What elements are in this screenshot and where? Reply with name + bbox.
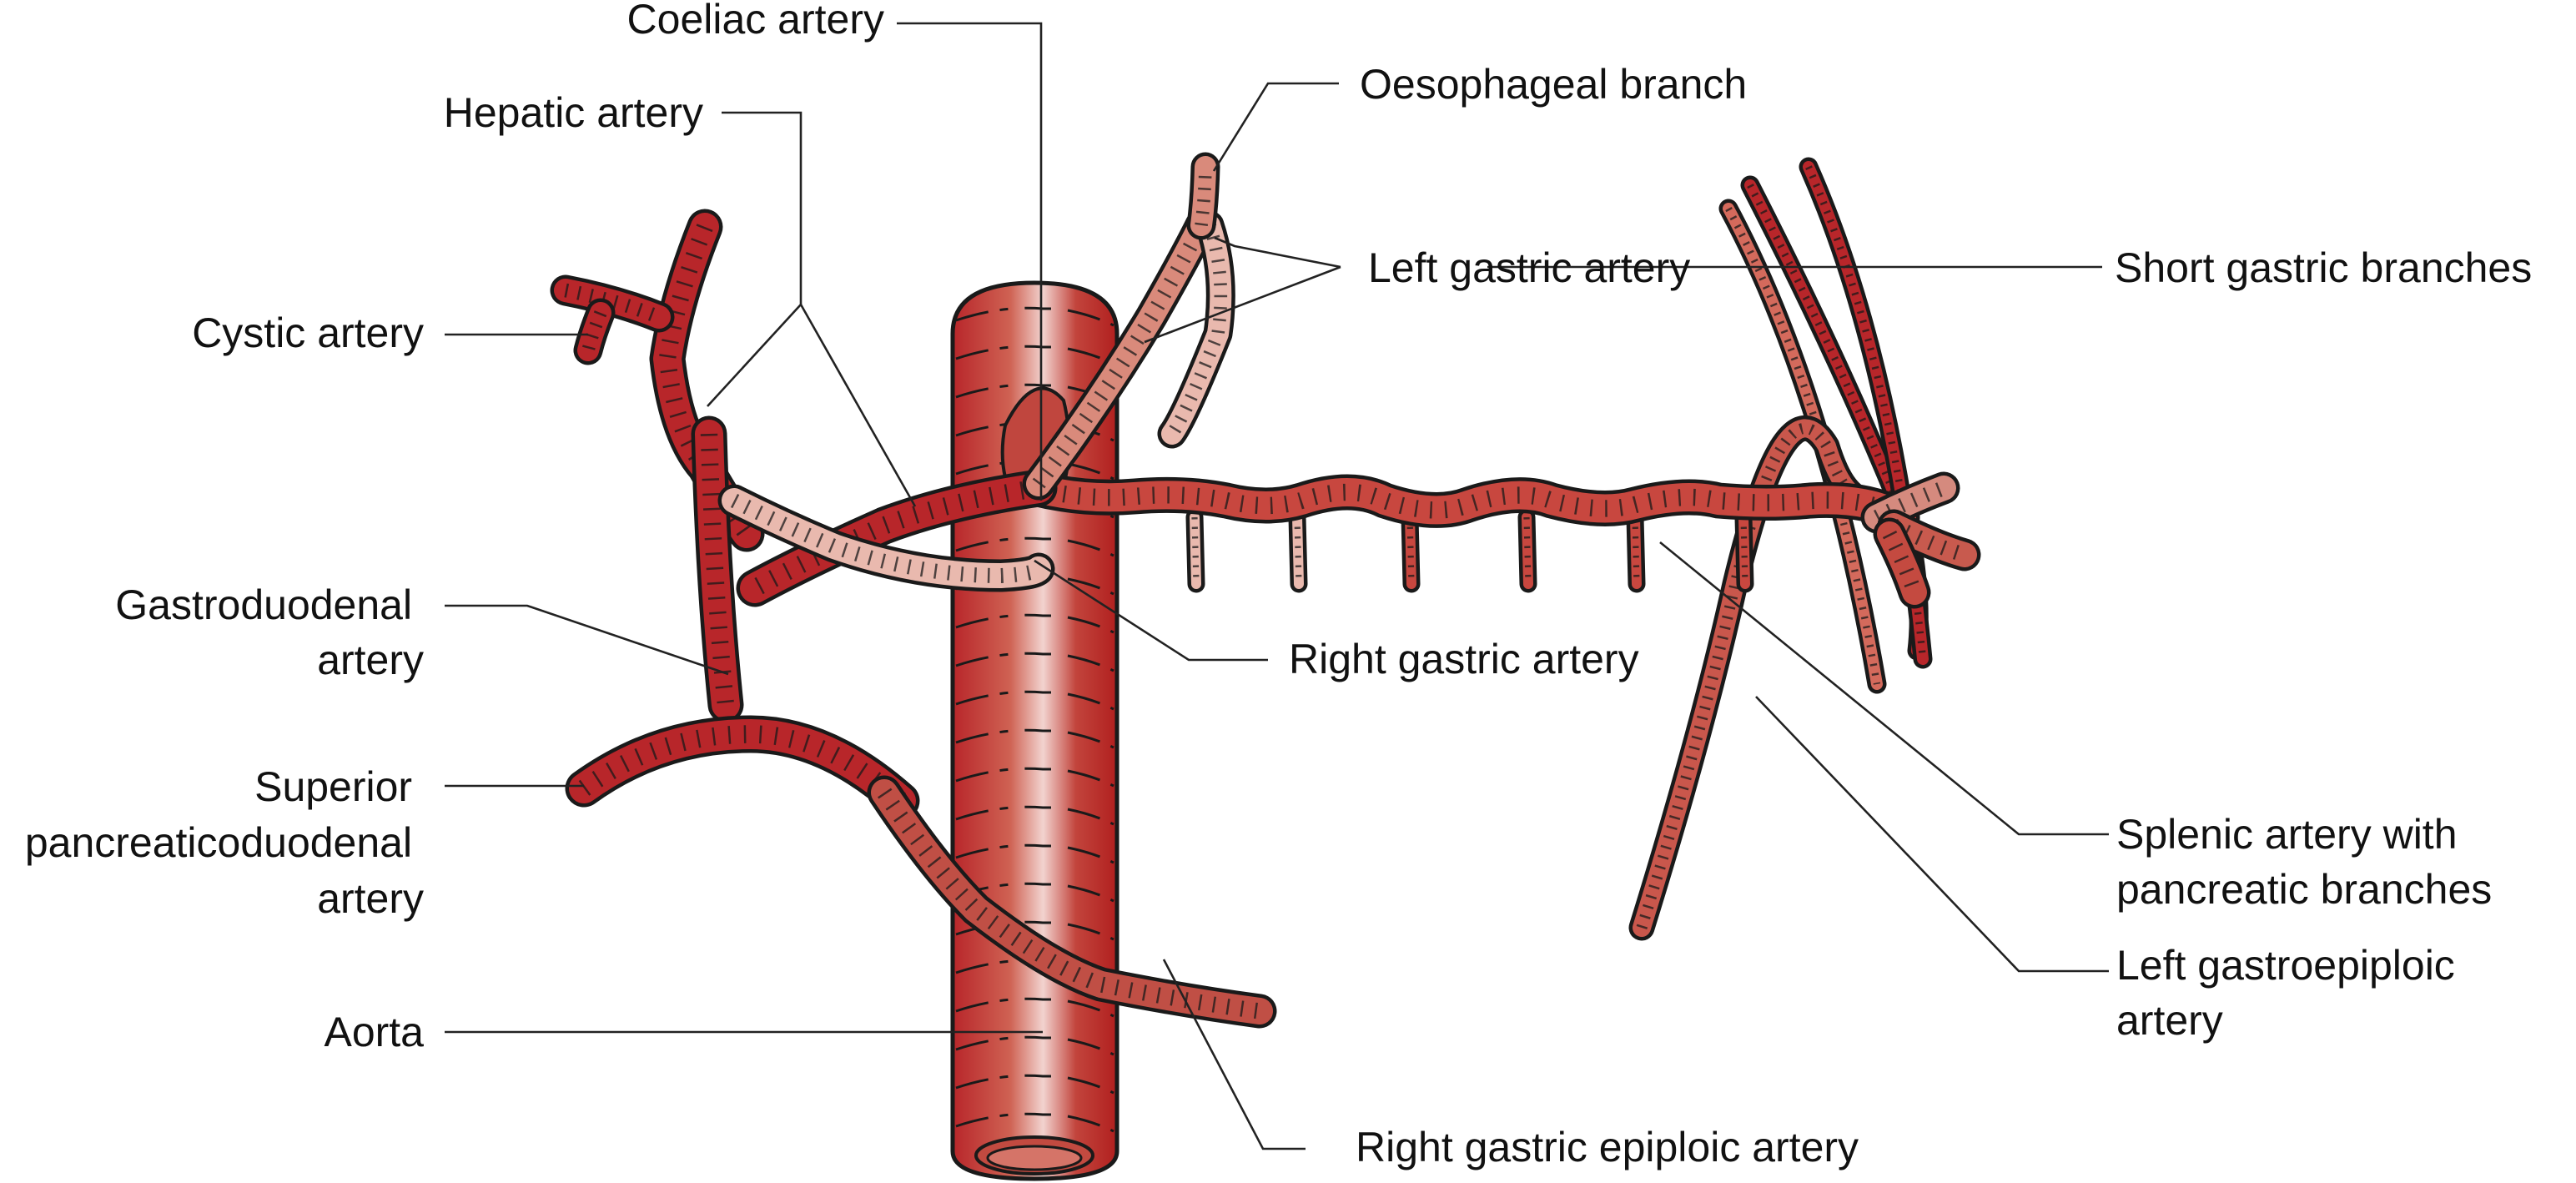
short-gastric-branch-3-segments bbox=[1805, 165, 1927, 660]
aorta-ring bbox=[955, 767, 1114, 788]
leader-left-gastric bbox=[1214, 236, 1341, 269]
leader-hepatic bbox=[707, 111, 802, 407]
pancreatic-branch-1 bbox=[1185, 508, 1205, 593]
splenic-artery bbox=[1016, 470, 1920, 536]
right-gastric-artery bbox=[717, 484, 1055, 592]
common-hepatic-artery bbox=[736, 469, 1058, 607]
leader-gastroduodenal bbox=[445, 604, 729, 676]
left-gastric-artery-fill bbox=[1026, 213, 1214, 496]
aorta-ring bbox=[955, 997, 1114, 1018]
label-coeliac-artery: Coeliac artery bbox=[627, 0, 884, 43]
pancreatic-branch-3 bbox=[1401, 508, 1421, 593]
aorta-ring bbox=[955, 652, 1114, 672]
label-left-gastroepiploic-artery: Left gastroepiploic artery bbox=[2116, 942, 2467, 1044]
cystic-artery-stub-fill bbox=[577, 302, 611, 361]
label-splenic-artery: Splenic artery with pancreatic branches bbox=[2116, 811, 2492, 913]
pancreatic-branch-4-segments bbox=[1523, 516, 1532, 585]
common-hepatic-artery-fill bbox=[740, 473, 1054, 603]
cystic-artery-stub-segments bbox=[581, 310, 607, 352]
aorta-ring bbox=[955, 613, 1114, 634]
aorta-ring bbox=[955, 805, 1114, 826]
leader-lines bbox=[445, 22, 2109, 1150]
pancreatic-branch-5 bbox=[1626, 508, 1646, 593]
pancreatic-branch-5-segments bbox=[1632, 516, 1640, 585]
oesophageal-branch-fill bbox=[1190, 156, 1216, 236]
label-right-gastroepiploic-artery: Right gastric epiploic artery bbox=[1356, 1124, 1859, 1170]
label-left-gastric-artery: Left gastric artery bbox=[1368, 244, 1690, 291]
right-gastroepiploic-artery bbox=[867, 775, 1277, 1029]
pancreatic-branch-3-segments bbox=[1406, 516, 1415, 585]
pancreatic-branch-6 bbox=[1734, 508, 1754, 593]
aorta-ring bbox=[955, 728, 1114, 749]
leader-oesophageal bbox=[1212, 82, 1339, 172]
label-gastroduodenal-artery: Gastroduodenal artery bbox=[115, 581, 424, 683]
superior-pancreaticoduodenal-artery bbox=[565, 715, 920, 820]
label-cystic-artery: Cystic artery bbox=[192, 310, 424, 356]
cystic-artery-segments bbox=[564, 283, 662, 324]
gastroduodenal-artery bbox=[691, 415, 744, 723]
splenic-artery-fill bbox=[1020, 474, 1916, 531]
splenic-hilum-branch-down-fill bbox=[1877, 521, 1927, 605]
pancreatic-branch-4 bbox=[1517, 508, 1537, 593]
left-gastroepiploic-artery-segments bbox=[1636, 423, 1869, 929]
leader-right-gastroepiploic bbox=[1162, 959, 1306, 1150]
labels: Coeliac artery Hepatic artery Cystic art… bbox=[25, 0, 2532, 1170]
cystic-artery-stub bbox=[573, 298, 616, 365]
pancreatic-branch-6-segments bbox=[1740, 516, 1748, 585]
label-superior-pancreaticoduodenal-artery: Superior pancreaticoduodenal artery bbox=[25, 763, 424, 922]
label-short-gastric-branches: Short gastric branches bbox=[2115, 244, 2532, 291]
label-aorta: Aorta bbox=[324, 1009, 424, 1055]
pancreatic-branch-1-segments bbox=[1191, 516, 1200, 585]
right-gastric-artery-segments bbox=[730, 493, 1044, 584]
aorta-ring bbox=[955, 1074, 1114, 1095]
label-right-gastric-artery: Right gastric artery bbox=[1289, 636, 1639, 682]
vessels bbox=[550, 152, 1981, 1029]
leader-right-gastric bbox=[1034, 559, 1268, 662]
aorta-ring bbox=[955, 536, 1114, 557]
aorta-ring bbox=[955, 1035, 1114, 1056]
left-gastric-artery bbox=[1022, 209, 1218, 501]
leader-coeliac bbox=[897, 22, 1043, 501]
left-gastric-descending-fill bbox=[1161, 214, 1232, 445]
leader-left-gastroepiploic bbox=[1755, 696, 2109, 973]
aorta-ring bbox=[955, 1112, 1114, 1133]
pancreatic-branch-2-segments bbox=[1294, 516, 1302, 585]
label-hepatic-artery: Hepatic artery bbox=[444, 89, 703, 136]
pancreatic-branch-2 bbox=[1288, 508, 1308, 593]
label-oesophageal-branch: Oesophageal branch bbox=[1360, 61, 1747, 108]
oesophageal-branch bbox=[1186, 152, 1220, 240]
aorta-ring bbox=[955, 690, 1114, 711]
aorta-ring bbox=[955, 843, 1114, 864]
leader-left-gastric-2 bbox=[1144, 265, 1341, 344]
superior-pancreaticoduodenal-artery-fill bbox=[569, 719, 916, 816]
leader-hepatic-2 bbox=[799, 304, 917, 507]
right-gastroepiploic-artery-fill bbox=[871, 779, 1273, 1024]
leader-splenic bbox=[1659, 541, 2109, 836]
cystic-artery bbox=[550, 274, 675, 333]
splenic-hilum-branch-down bbox=[1873, 517, 1931, 609]
left-gastric-descending bbox=[1157, 210, 1235, 449]
